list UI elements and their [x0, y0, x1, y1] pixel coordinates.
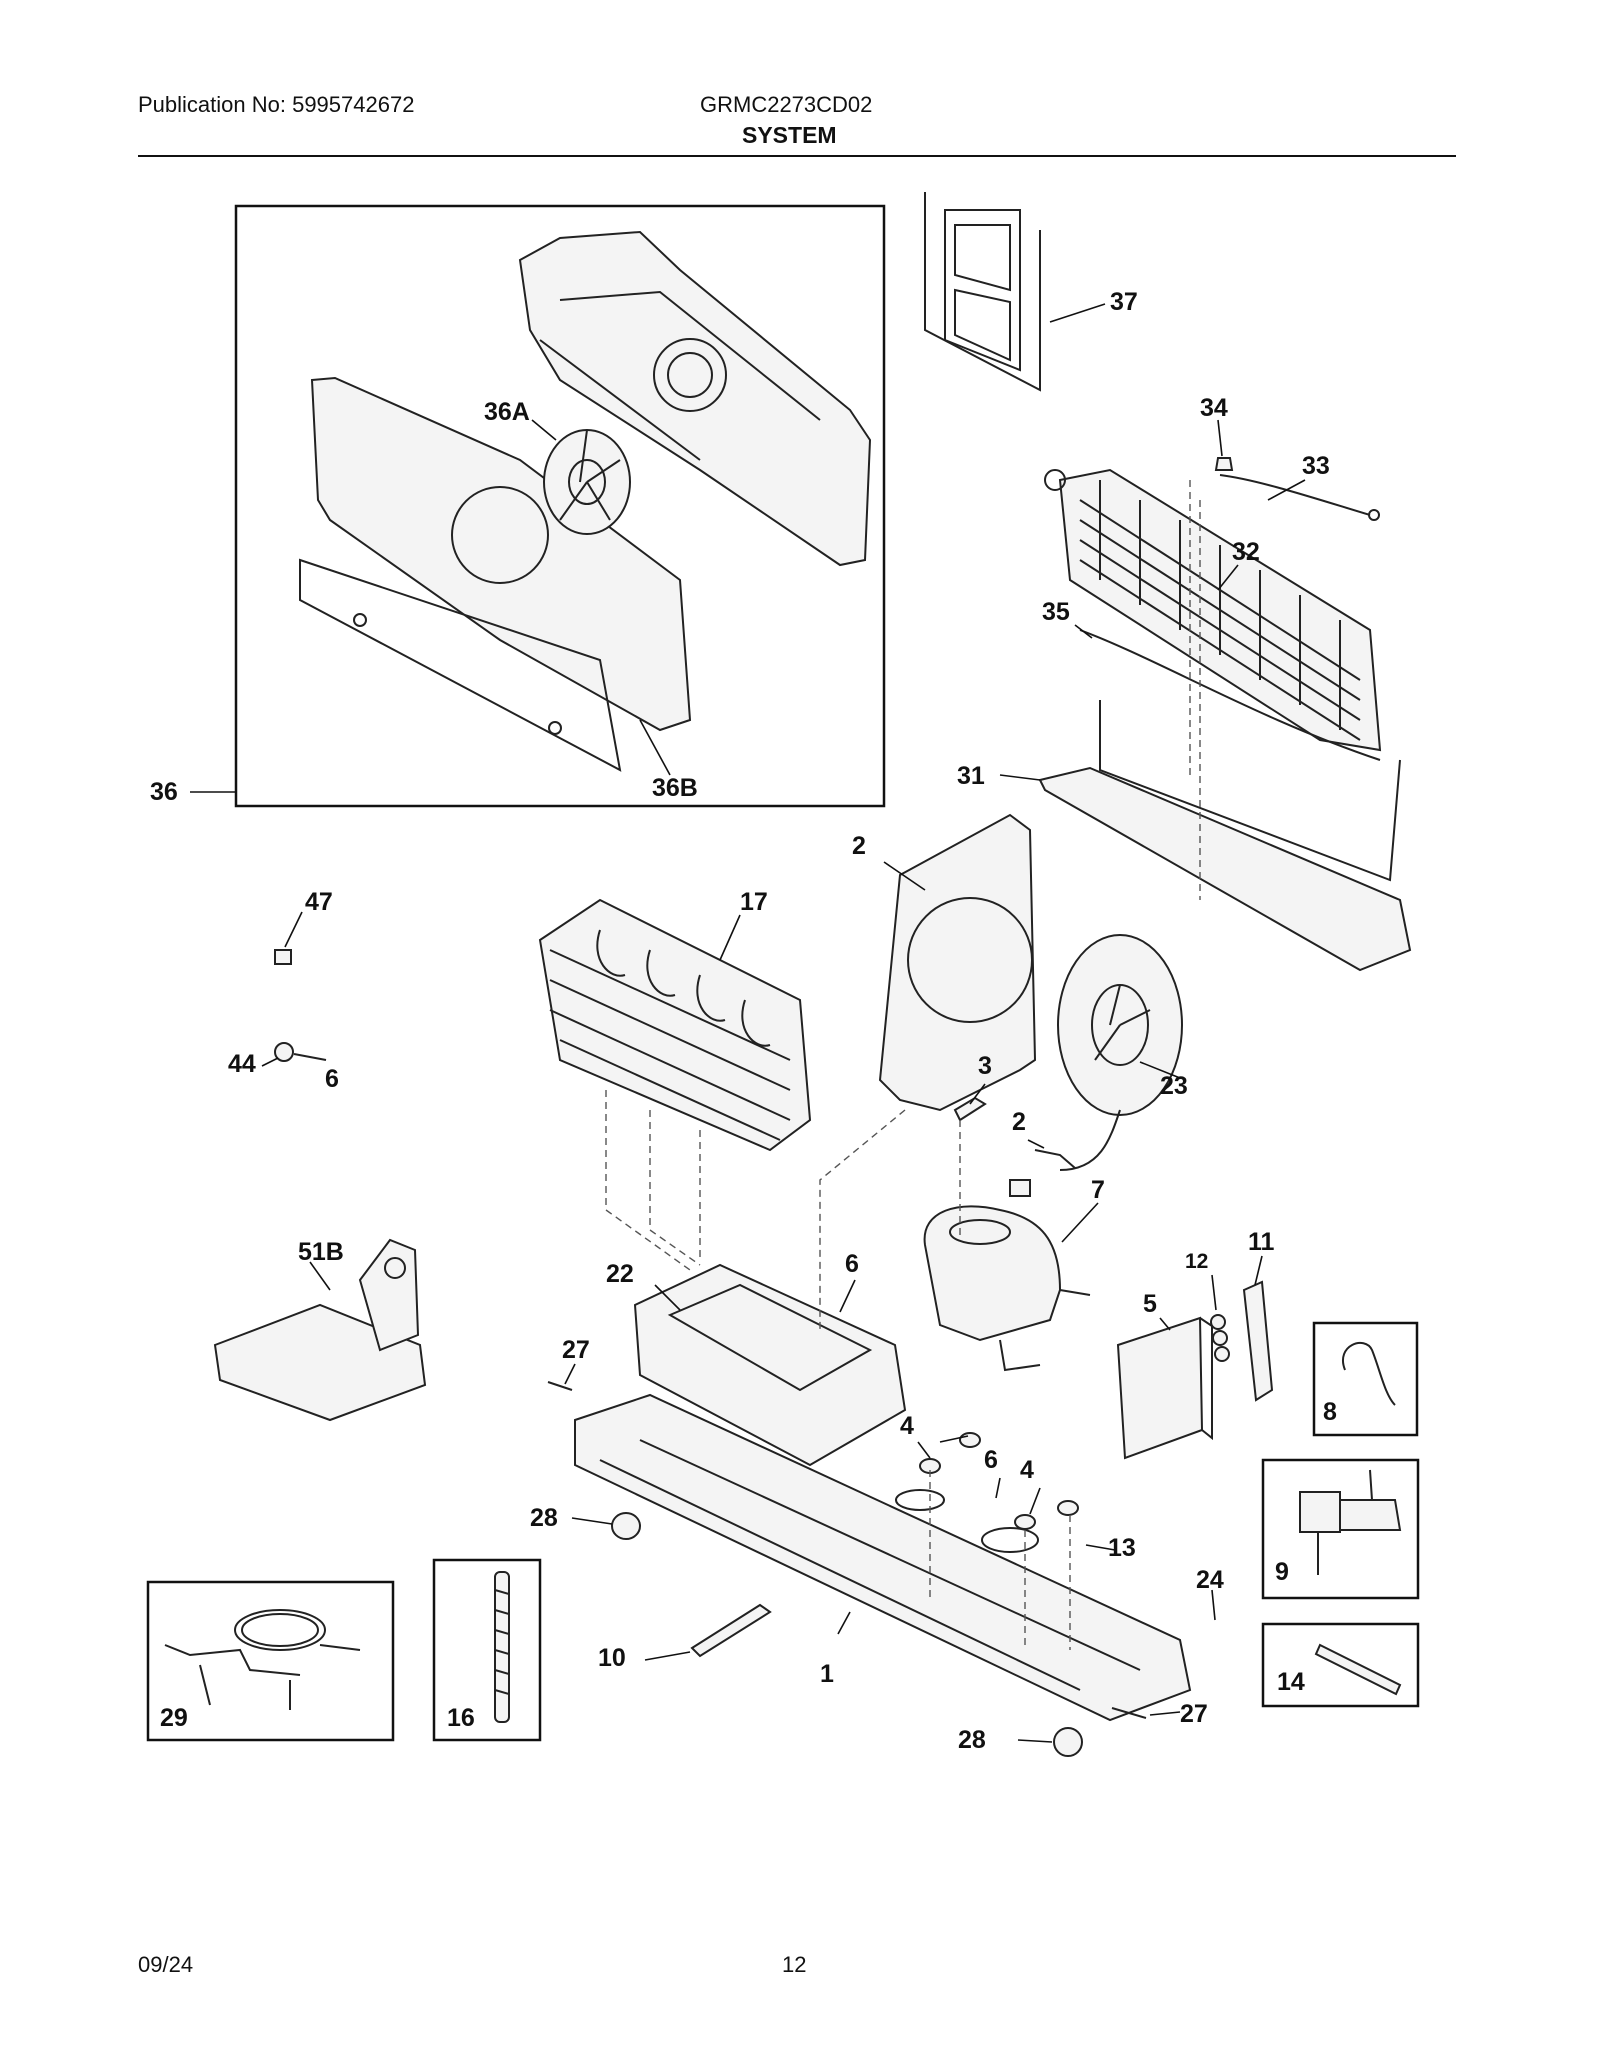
callout-4-left: 4: [900, 1412, 914, 1440]
callout-6-base: 6: [984, 1446, 998, 1474]
tube-10: [690, 1603, 772, 1658]
base-pan-1: [574, 1393, 1192, 1722]
tube-8: [1342, 1341, 1396, 1406]
heater-element-35: [1079, 629, 1381, 761]
callout-2-clip: 2: [1012, 1108, 1026, 1136]
screw-27-right: [1111, 1707, 1147, 1719]
grommets-4: [919, 1432, 1079, 1530]
kit-29-frame: [146, 1580, 395, 1742]
kit-9-frame: [1261, 1458, 1420, 1600]
drain-pan-22: [633, 1263, 907, 1467]
callout-6-left: 6: [325, 1065, 339, 1093]
assembly-36-frame: [234, 204, 886, 808]
callout-11: 11: [1248, 1228, 1275, 1256]
callout-36A: 36A: [484, 398, 530, 426]
callout-36B: 36B: [652, 774, 698, 802]
wheel-28-right: [1053, 1727, 1083, 1757]
callout-7: 7: [1091, 1176, 1105, 1204]
callout-16: 16: [447, 1704, 475, 1732]
callout-29: 29: [160, 1704, 188, 1732]
publication-number: Publication No: 5995742672: [138, 92, 415, 117]
footer-date: 09/24: [138, 1952, 194, 1977]
liner-part-37: [924, 192, 1041, 392]
kit-8-frame: [1312, 1321, 1419, 1437]
callout-22: 22: [606, 1260, 634, 1288]
callout-8: 8: [1323, 1398, 1337, 1426]
callout-33: 33: [1302, 452, 1330, 480]
section-title: SYSTEM: [742, 122, 837, 148]
water-valve-9: [1299, 1469, 1402, 1575]
callout-31: 31: [957, 762, 985, 790]
callout-28-right: 28: [958, 1726, 986, 1754]
clip-34: [1214, 457, 1234, 471]
callout-27-left: 27: [562, 1336, 590, 1364]
callout-44: 44: [228, 1050, 256, 1078]
callout-13: 13: [1108, 1534, 1136, 1562]
part-44-and-6: [274, 1042, 327, 1062]
callout-35: 35: [1042, 598, 1070, 626]
condenser-fan-23: [1057, 934, 1183, 1171]
clip-2-lower: [1009, 1149, 1076, 1197]
callout-23: 23: [1160, 1072, 1188, 1100]
evaporator-cover-front: [299, 376, 692, 772]
evaporator-fan-36A: [543, 429, 631, 535]
model-number: GRMC2273CD02: [700, 92, 873, 117]
bracket-11: [1242, 1280, 1274, 1402]
mullion-heater-51B: [213, 1238, 427, 1422]
header-rule: [138, 155, 1456, 157]
kit-16-frame: [432, 1558, 542, 1742]
callout-17: 17: [740, 888, 768, 916]
screw-27-left: [547, 1381, 573, 1391]
callout-36: 36: [150, 778, 178, 806]
callout-47: 47: [305, 888, 333, 916]
bracket-3: [953, 1096, 987, 1122]
tube-14: [1314, 1643, 1402, 1696]
callout-27-right: 27: [1180, 1700, 1208, 1728]
kit-14-frame: [1261, 1622, 1420, 1708]
callout-2-shroud: 2: [852, 832, 866, 860]
callout-6-pan: 6: [845, 1250, 859, 1278]
callout-37: 37: [1110, 288, 1138, 316]
callout-12: 12: [1185, 1250, 1208, 1273]
callout-4-right: 4: [1020, 1456, 1034, 1484]
callout-51B: 51B: [298, 1238, 344, 1266]
callout-10: 10: [598, 1644, 626, 1672]
condenser-coil-17: [538, 898, 812, 1152]
drain-trough-31: [1038, 700, 1412, 972]
overload-12: [1210, 1314, 1230, 1362]
compressor-7: [923, 1205, 1091, 1372]
callout-34: 34: [1200, 394, 1228, 422]
wire-harness-29: [164, 1609, 361, 1710]
evaporator-cover-rear: [518, 230, 872, 567]
footer-page-number: 12: [782, 1952, 807, 1977]
evaporator-coil-32: [1044, 468, 1382, 752]
relay-cover-5: [1116, 1316, 1213, 1460]
callout-32: 32: [1232, 538, 1260, 566]
callout-9: 9: [1275, 1558, 1289, 1586]
fan-shroud-2: [878, 813, 1037, 1112]
filter-16: [494, 1571, 510, 1723]
wheel-28-left: [611, 1512, 641, 1540]
callout-5: 5: [1143, 1290, 1157, 1318]
callout-14: 14: [1277, 1668, 1305, 1696]
sensor-wire-33: [1219, 474, 1380, 521]
callout-24: 24: [1196, 1566, 1224, 1594]
callout-1: 1: [820, 1660, 834, 1688]
callout-28-left: 28: [530, 1504, 558, 1532]
callout-3: 3: [978, 1052, 992, 1080]
part-47: [274, 949, 292, 965]
